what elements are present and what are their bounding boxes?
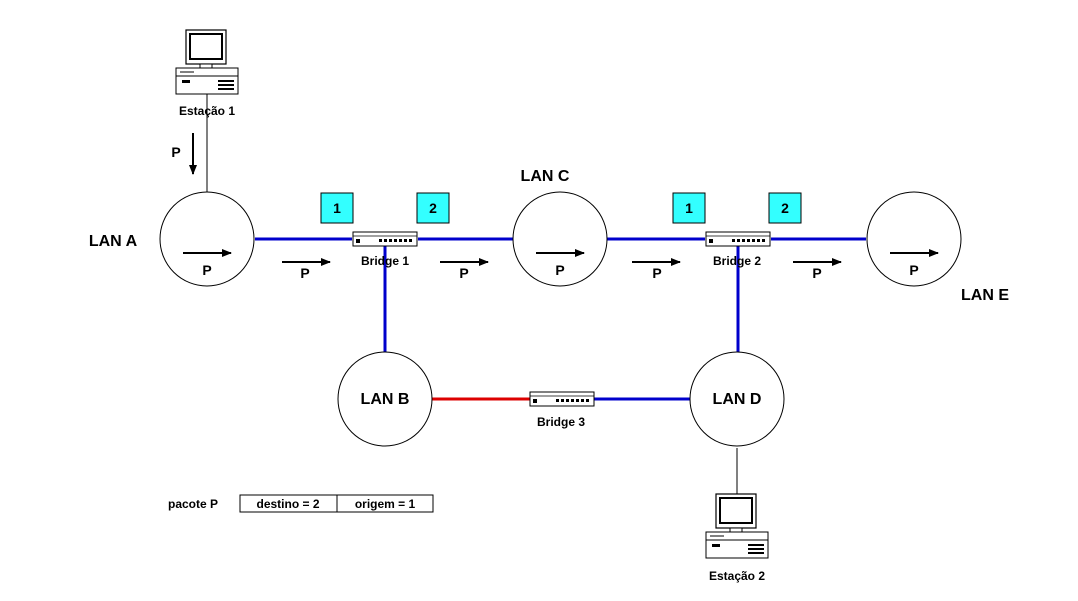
station1-computer-icon (175, 29, 239, 95)
bridge2-port2-label: 2 (781, 200, 789, 216)
lan-e-circle (866, 191, 962, 287)
station2-computer-icon (705, 493, 769, 559)
station1-label: Estação 1 (179, 104, 235, 118)
bridge1-port2-box (416, 192, 450, 224)
link-2-packet-label: P (459, 265, 468, 281)
lan-c-circle (512, 191, 608, 287)
packet-destination-text: destino = 2 (256, 497, 319, 511)
bridge1-port1-label: 1 (333, 200, 341, 216)
lan-a-circle (159, 191, 255, 287)
lan-c-label: LAN C (521, 168, 570, 185)
lan-a-packet-label: P (202, 262, 211, 278)
bridge3-device (529, 391, 595, 407)
packet-origin-field (336, 494, 434, 513)
bridge2-port1-label: 1 (685, 200, 693, 216)
lan-d-circle (689, 351, 785, 447)
lan-e-label: LAN E (961, 287, 1009, 304)
lan-e-packet-label: P (909, 262, 918, 278)
packet-origin-text: origem = 1 (355, 497, 416, 511)
lan-c-packet-label: P (555, 262, 564, 278)
station2-label: Estação 2 (709, 569, 765, 583)
link-4-packet-label: P (812, 265, 821, 281)
bridge2-port1-box (672, 192, 706, 224)
packet-legend-label: pacote P (168, 497, 218, 511)
lan-a-label: LAN A (89, 233, 138, 250)
bridge1-device (352, 231, 418, 247)
lan-b-circle (337, 351, 433, 447)
bridge3-label: Bridge 3 (537, 415, 585, 429)
bridge1-port2-label: 2 (429, 200, 437, 216)
bridge1-label: Bridge 1 (361, 254, 409, 268)
lan-b-label: LAN B (361, 391, 410, 408)
bridge1-port1-box (320, 192, 354, 224)
link-3-packet-label: P (652, 265, 661, 281)
bridge2-device (705, 231, 771, 247)
station1-packet-label: P (171, 144, 180, 160)
bridge2-label: Bridge 2 (713, 254, 761, 268)
lan-d-label: LAN D (713, 391, 762, 408)
link-1-packet-label: P (300, 265, 309, 281)
bridge2-port2-box (768, 192, 802, 224)
